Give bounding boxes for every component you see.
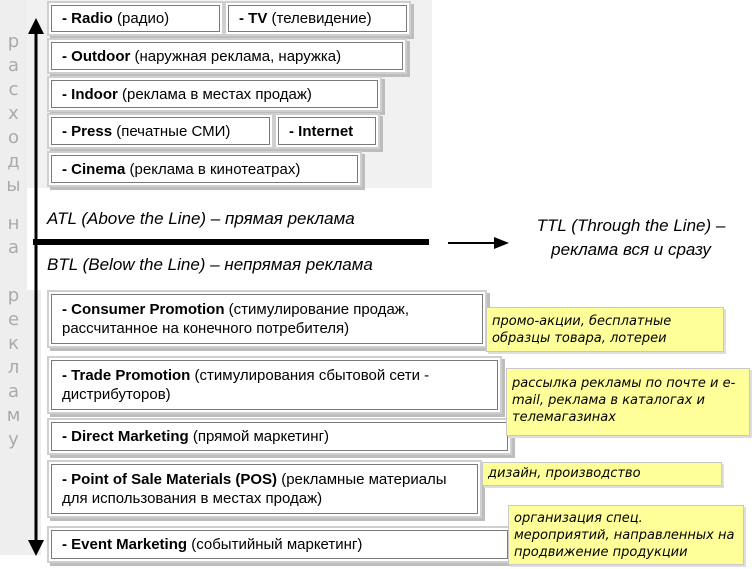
box-header: - Radio	[62, 10, 113, 27]
vertical-letter: к	[8, 333, 19, 354]
note-event-marketing: организация спец. мероприятий, направлен…	[508, 505, 744, 565]
atl-box-press: - Press (печатные СМИ)	[51, 117, 270, 145]
box-header: - Internet	[289, 122, 354, 140]
box-header: - TV	[239, 10, 268, 27]
btl-label: BTL (Below the Line) – непрямая реклама	[47, 255, 373, 274]
btl-box-event-marketing: - Event Marketing (событийный маркетинг)	[51, 530, 508, 559]
box-description: (реклама в местах продаж)	[117, 85, 312, 103]
left-background-panel	[0, 0, 27, 555]
btl-box-pos-materials: - Point of Sale Materials (POS) (рекламн…	[51, 464, 478, 514]
vertical-letter: х	[8, 103, 19, 124]
atl-box-outdoor: - Outdoor (наружная реклама, наружка)	[51, 42, 403, 70]
atl-box-internet: - Internet	[278, 117, 376, 145]
vertical-letter: ы	[6, 175, 21, 196]
box-header: - Consumer Promotion	[62, 301, 225, 318]
btl-box-direct-marketing: - Direct Marketing (прямой маркетинг)	[51, 422, 508, 451]
atl-btl-divider-line	[33, 239, 429, 245]
btl-box-consumer-promotion: - Consumer Promotion (стимулирование про…	[51, 294, 483, 344]
vertical-letter: а	[7, 55, 20, 76]
vertical-letter: о	[7, 127, 19, 148]
vertical-letter: с	[8, 79, 19, 100]
box-description: (рекламные материалы для использования в…	[62, 471, 451, 507]
vertical-letter: л	[7, 357, 20, 378]
box-description: (печатные СМИ)	[112, 122, 231, 140]
atl-box-indoor: - Indoor (реклама в местах продаж)	[51, 80, 378, 108]
vertical-letter: а	[7, 237, 20, 258]
vertical-letter: р	[7, 285, 20, 306]
box-description: (прямой маркетинг)	[188, 428, 330, 445]
vertical-letter: е	[7, 309, 20, 330]
box-header: - Press	[62, 122, 113, 140]
note-consumer-promotion: промо-акции, бесплатные образцы товара, …	[486, 307, 724, 352]
atl-box-tv: - TV (телевидение)	[228, 5, 407, 32]
box-description: (событийный маркетинг)	[187, 536, 363, 553]
box-description: (стимулирование продаж, рассчитанное на …	[62, 301, 414, 337]
vertical-letter: р	[7, 31, 20, 52]
ttl-label: TTL (Through the Line) – реклама вся и с…	[515, 214, 747, 262]
box-description: (стимулирования сбытовой сети - дистрибу…	[62, 367, 434, 403]
box-description: (телевидение)	[267, 10, 372, 27]
atl-label: ATL (Above the Line) – прямая реклама	[47, 209, 355, 228]
vertical-letter: у	[8, 429, 19, 450]
box-header: - Event Marketing	[62, 536, 188, 553]
note-pos-materials: дизайн, производство	[482, 462, 722, 486]
box-header: - Outdoor	[62, 47, 131, 65]
vertical-letter: д	[7, 151, 20, 172]
vertical-letter: м	[6, 405, 21, 426]
ttl-label-line: реклама вся и сразу	[551, 240, 711, 259]
box-description: (наружная реклама, наружка)	[130, 47, 342, 65]
atl-box-cinema: - Cinema (реклама в кинотеатрах)	[51, 155, 358, 183]
note-direct-marketing: рассылка рекламы по почте и e-mail, рекл…	[506, 368, 750, 436]
box-header: - Trade Promotion	[62, 367, 191, 384]
box-header: - Point of Sale Materials (POS)	[62, 471, 278, 488]
box-description: (радио)	[112, 10, 170, 27]
box-header: - Indoor	[62, 85, 118, 103]
ttl-arrow	[448, 237, 509, 249]
box-description: (реклама в кинотеатрах)	[125, 160, 301, 178]
box-header: - Direct Marketing	[62, 428, 189, 445]
atl-box-radio: - Radio (радио)	[51, 5, 220, 32]
vertical-letter: н	[7, 213, 20, 234]
btl-box-trade-promotion: - Trade Promotion (стимулирования сбытов…	[51, 360, 498, 410]
box-header: - Cinema	[62, 160, 126, 178]
ttl-label-line: TTL (Through the Line) –	[536, 216, 726, 235]
vertical-double-arrow	[28, 18, 44, 556]
vertical-letter: а	[7, 381, 20, 402]
